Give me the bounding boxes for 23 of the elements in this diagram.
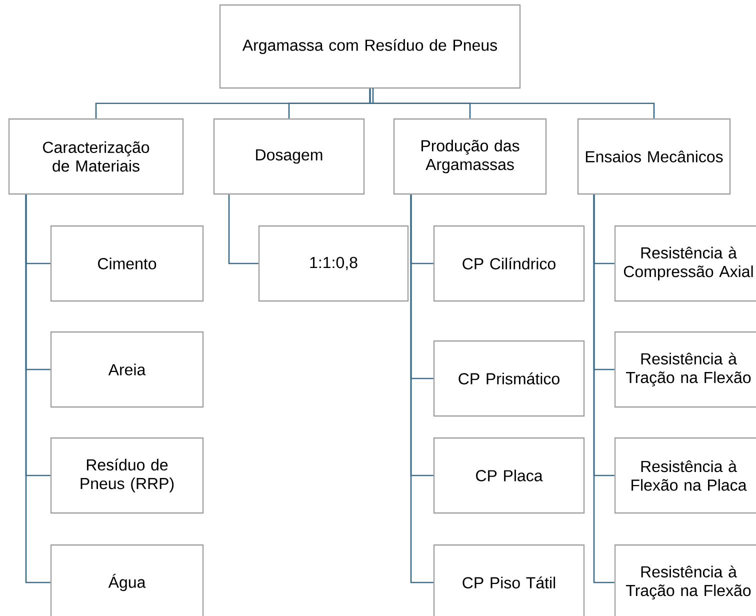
item-box: CP Cilíndrico <box>433 225 585 302</box>
connector-line <box>369 88 655 118</box>
connector-line <box>25 194 50 584</box>
item-box: CP Piso Tátil <box>433 544 585 616</box>
connector-line <box>410 194 434 584</box>
item-box: Areia <box>50 331 204 408</box>
item-box: CP Prismático <box>433 340 585 417</box>
item-box: Resistência à Tração na Flexão <box>614 331 756 408</box>
category-box: Dosagem <box>213 118 365 195</box>
item-box: Água <box>50 544 204 616</box>
connector-line <box>228 194 258 264</box>
item-box: Cimento <box>50 225 204 302</box>
item-box: Resíduo de Pneus (RRP) <box>50 437 204 514</box>
category-box: Produção das Argamassas <box>393 118 547 195</box>
item-box: Resistência à Compressão Axial <box>614 225 756 302</box>
connector-line <box>593 194 614 584</box>
item-box: Resistência à Flexão na Placa <box>614 437 756 514</box>
item-box: 1:1:0,8 <box>258 225 409 302</box>
item-box: Resistência à Tração na Flexão <box>614 544 756 616</box>
topic-box: Argamassa com Resíduo de Pneus <box>219 4 521 89</box>
category-box: Caracterização de Materiais <box>8 118 184 195</box>
item-box: CP Placa <box>433 437 585 514</box>
category-box: Ensaios Mecânicos <box>577 118 731 195</box>
